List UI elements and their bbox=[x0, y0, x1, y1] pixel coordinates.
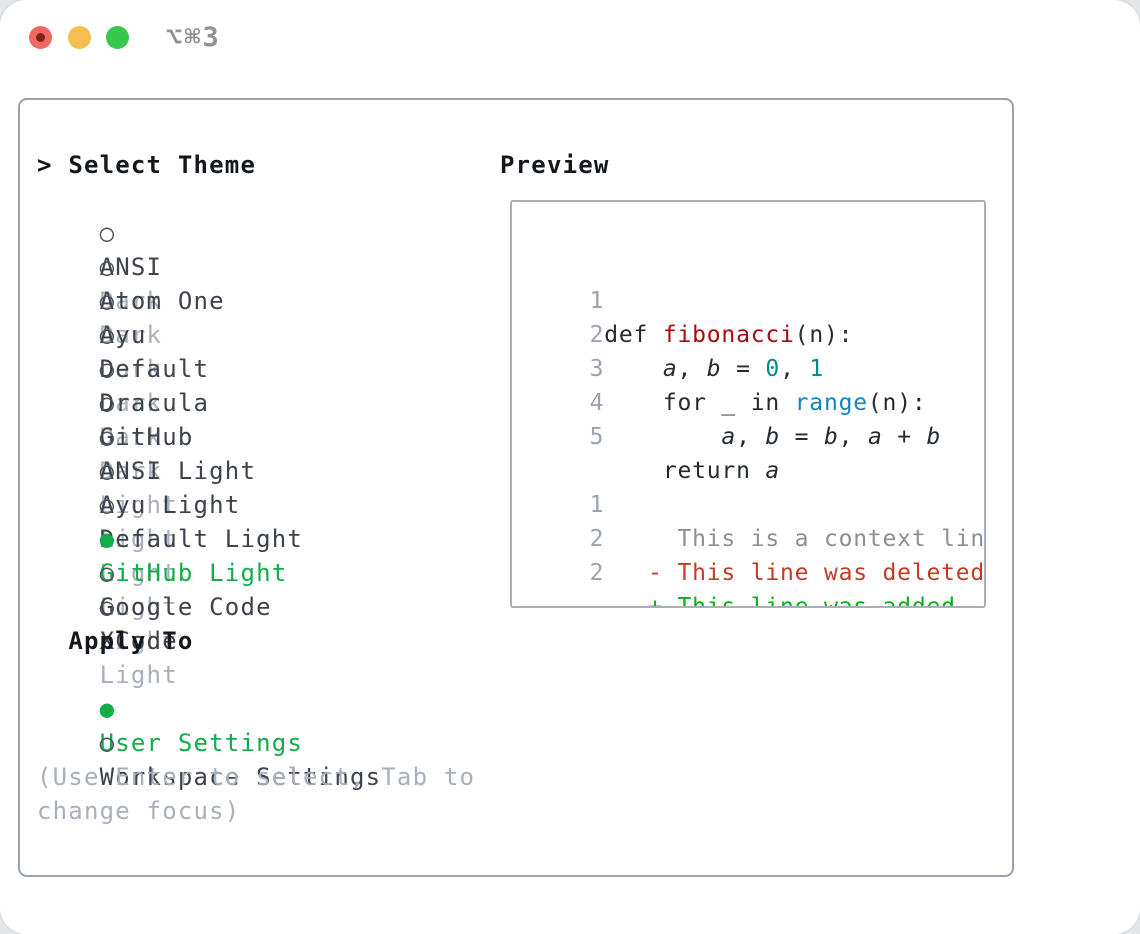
code-line: 1 def fibonacci(n): bbox=[531, 250, 984, 348]
line-number: 2 bbox=[589, 526, 605, 552]
line-number: 1 bbox=[589, 492, 605, 518]
apply-to-list: ● User Settings ○ Workspace Settings bbox=[37, 658, 475, 791]
theme-option[interactable]: ○ Google Code Light bbox=[37, 522, 475, 655]
code-line: 3 for _ in range(n): bbox=[531, 318, 984, 416]
theme-name-label: Dracula bbox=[99, 389, 225, 417]
theme-name-label: Google Code bbox=[99, 593, 288, 621]
theme-variant-label: Light bbox=[99, 559, 178, 587]
code-text: for _ in range(n): bbox=[589, 390, 927, 416]
code-text: This is a context line. bbox=[589, 526, 986, 552]
radio-icon: ● bbox=[99, 525, 131, 553]
apply-to-option-label: User Settings bbox=[99, 729, 304, 757]
theme-variant-label: Light bbox=[99, 525, 178, 553]
code-line: 2 a, b = 0, 1 bbox=[531, 284, 984, 382]
select-theme-title: Select Theme bbox=[68, 151, 257, 179]
line-number: 1 bbox=[589, 288, 605, 314]
radio-icon: ○ bbox=[99, 321, 131, 349]
code-line: 4 a, b = b, a + b bbox=[531, 352, 984, 450]
theme-option[interactable]: ○ XCode Light bbox=[37, 556, 475, 689]
radio-icon: ○ bbox=[99, 287, 131, 315]
code-line: 5 return a bbox=[531, 386, 984, 484]
theme-option[interactable]: ○ Default Light Light bbox=[37, 454, 475, 587]
theme-option[interactable]: ○ Ayu Light Light bbox=[37, 420, 475, 553]
apply-to-option-label: Workspace Settings bbox=[99, 763, 382, 791]
theme-name-label: Default Light bbox=[99, 525, 319, 553]
theme-name-label: Atom One bbox=[99, 287, 241, 315]
theme-variant-label: Dark bbox=[99, 355, 163, 383]
header-indent bbox=[37, 627, 68, 655]
preview-code-box: 1 def fibonacci(n): 2 a, b = 0, 1 3 for … bbox=[510, 200, 986, 608]
radio-icon: ○ bbox=[99, 559, 131, 587]
radio-icon: ○ bbox=[99, 389, 131, 417]
hint-text-line1: (Use Enter to select, Tab to bbox=[37, 763, 476, 791]
prompt-icon: > bbox=[37, 151, 69, 179]
line-number: 2 bbox=[589, 560, 605, 586]
close-button-icon[interactable] bbox=[29, 26, 52, 49]
radio-icon: ○ bbox=[99, 423, 131, 451]
theme-name-label: GitHub bbox=[99, 423, 210, 451]
theme-option[interactable]: ● GitHub Light Light bbox=[37, 488, 475, 621]
code-text: def fibonacci(n): bbox=[589, 322, 854, 348]
theme-name-label: GitHub Light bbox=[99, 559, 304, 587]
minimize-button-icon[interactable] bbox=[68, 26, 91, 49]
theme-variant-label: Light bbox=[99, 627, 178, 655]
radio-icon: ○ bbox=[99, 729, 131, 757]
zoom-button-icon[interactable] bbox=[106, 26, 129, 49]
line-number: 2 bbox=[589, 322, 605, 348]
theme-name-label: Default bbox=[99, 355, 225, 383]
radio-icon: ○ bbox=[99, 219, 131, 247]
radio-icon: ○ bbox=[99, 457, 131, 485]
theme-variant-label: Dark bbox=[99, 457, 163, 485]
theme-name-label: ANSI bbox=[99, 253, 178, 281]
theme-variant-label: Light bbox=[99, 491, 178, 519]
theme-option[interactable]: ○ Default Dark bbox=[37, 284, 475, 417]
theme-variant-label: Dark bbox=[99, 321, 163, 349]
theme-option[interactable]: ○ Ayu Dark bbox=[37, 250, 475, 383]
line-number: 3 bbox=[589, 356, 605, 382]
theme-name-label: XCode bbox=[99, 627, 194, 655]
theme-variant-label: Light bbox=[99, 661, 178, 689]
hint-text-line2: change focus) bbox=[37, 797, 241, 825]
code-text: a, b = b, a + b bbox=[721, 424, 942, 450]
code-preview: 1 def fibonacci(n): 2 a, b = 0, 1 3 for … bbox=[531, 250, 984, 606]
code-line: 1 This is a context line. bbox=[531, 454, 984, 552]
code-text: return a bbox=[589, 458, 781, 484]
code-text: - This line was deleted. bbox=[589, 560, 986, 586]
radio-icon: ○ bbox=[99, 253, 131, 281]
theme-option[interactable]: ○ GitHub Dark bbox=[37, 352, 475, 485]
theme-name-label: ANSI Light bbox=[99, 457, 272, 485]
theme-name-label: Ayu bbox=[99, 321, 163, 349]
window-title-shortcut: ⌥⌘3 bbox=[166, 22, 221, 53]
select-theme-header: > Select Theme bbox=[37, 148, 475, 182]
preview-title: Preview bbox=[500, 151, 610, 179]
theme-option[interactable]: ○ ANSI Dark bbox=[37, 182, 475, 315]
theme-variant-label: Dark bbox=[99, 423, 163, 451]
radio-icon: ○ bbox=[99, 593, 131, 621]
radio-icon: ● bbox=[99, 695, 131, 723]
radio-icon: ○ bbox=[99, 491, 131, 519]
line-number: 4 bbox=[589, 390, 605, 416]
code-text: + This line was added. bbox=[589, 594, 971, 608]
apply-to-option[interactable]: ○ Workspace Settings bbox=[37, 692, 475, 791]
apply-to-option[interactable]: ● User Settings bbox=[37, 658, 475, 757]
theme-name-label: Ayu Light bbox=[99, 491, 257, 519]
line-number: 5 bbox=[589, 424, 605, 450]
code-line: 2 - This line was deleted. bbox=[531, 488, 984, 586]
theme-option[interactable]: ○ Atom One Dark bbox=[37, 216, 475, 349]
theme-variant-label: Dark bbox=[99, 389, 163, 417]
apply-to-header: Apply To bbox=[37, 624, 475, 658]
theme-picker-column: > Select Theme ○ ANSI Dark ○ Atom One Da… bbox=[37, 148, 475, 828]
code-line: 2 + This line was added. bbox=[531, 522, 984, 606]
radio-icon: ○ bbox=[99, 355, 131, 383]
theme-option[interactable]: ○ Dracula Dark bbox=[37, 318, 475, 451]
theme-variant-label: Dark bbox=[99, 287, 163, 315]
theme-option[interactable]: ○ ANSI Light Light bbox=[37, 386, 475, 519]
theme-list: ○ ANSI Dark ○ Atom One Dark ○ Ayu Dark ○… bbox=[37, 182, 475, 689]
apply-to-title: Apply To bbox=[68, 627, 194, 655]
theme-variant-label: Light bbox=[99, 593, 178, 621]
code-text: a, b = 0, 1 bbox=[662, 356, 825, 382]
